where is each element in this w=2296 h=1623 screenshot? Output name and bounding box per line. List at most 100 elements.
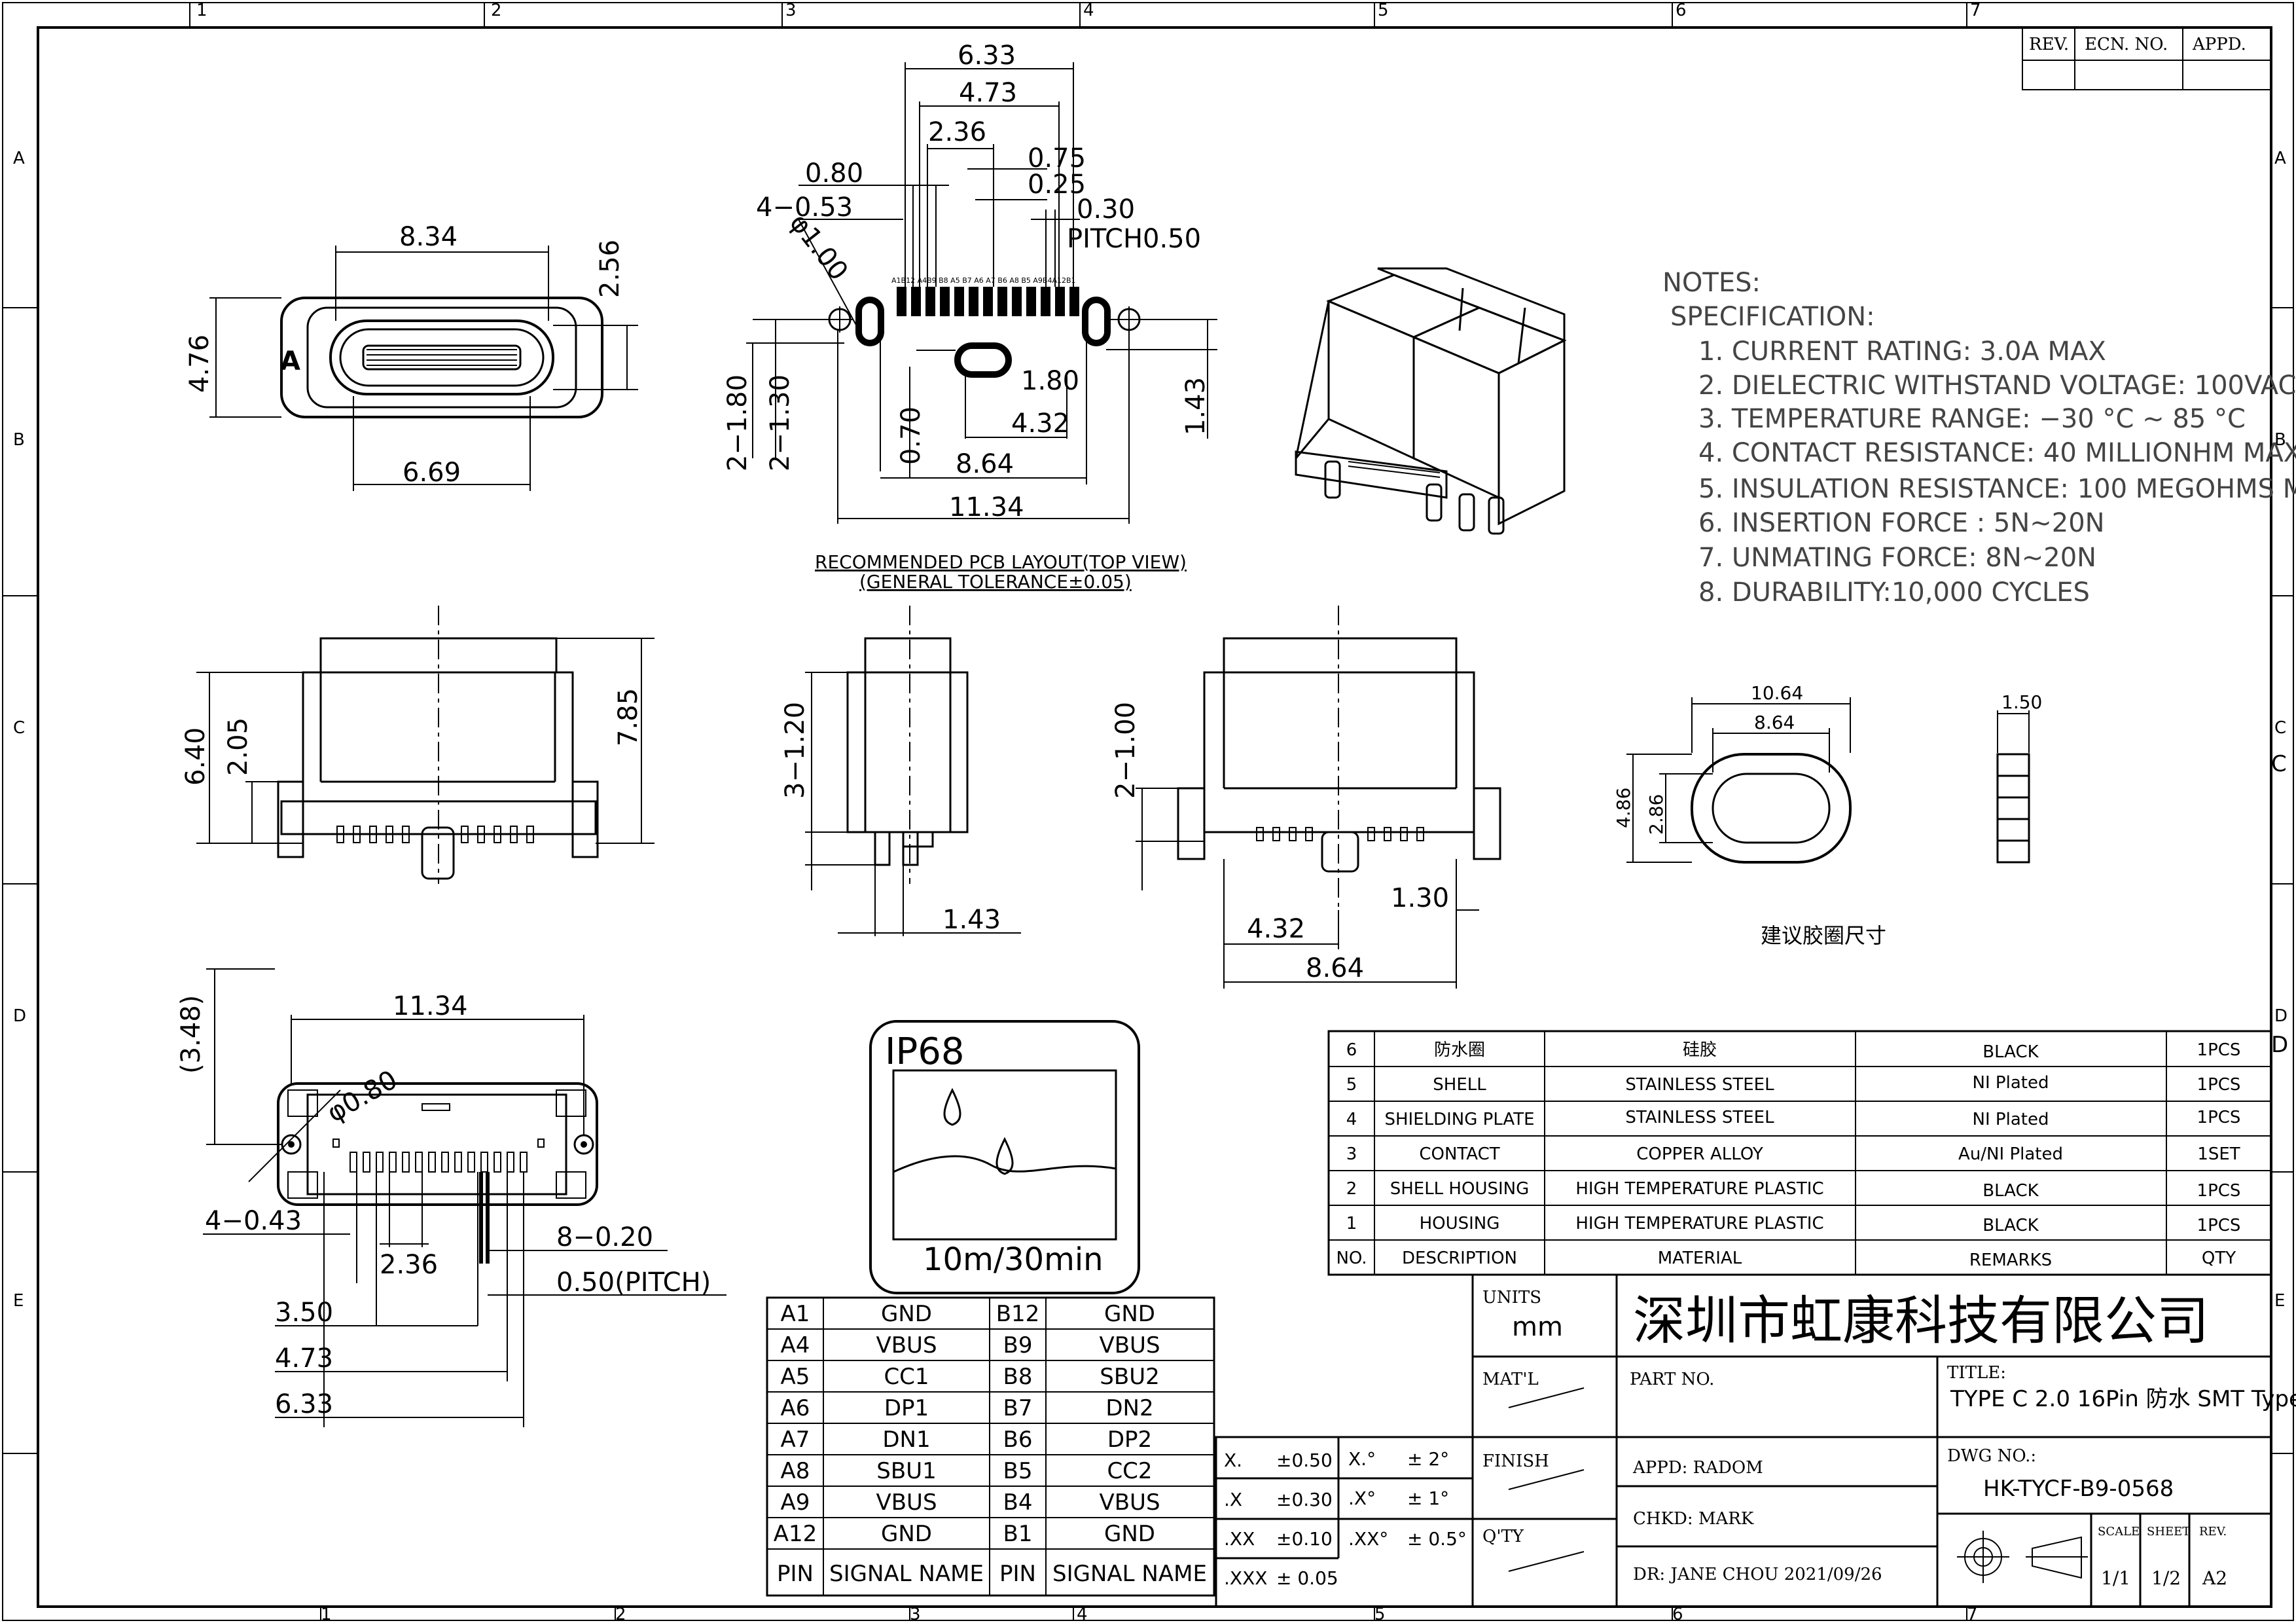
pin-cell: GND bbox=[1104, 1301, 1155, 1327]
dim-label: 2.36 bbox=[928, 117, 986, 147]
rev-label: REV. bbox=[2199, 1525, 2227, 1539]
pin-cell: SBU1 bbox=[876, 1458, 936, 1484]
row-label: A bbox=[2274, 149, 2286, 168]
dim-label: PITCH0.50 bbox=[1067, 224, 1201, 254]
pcb-layout-view: A1B12 A4B9 B8 A5 B7 A6 A7 B6 A8 B5 A9B4A… bbox=[723, 41, 1217, 593]
title-block: UNITS mm MAT'L FINISH Q'TY 深圳市虹康科技有限公司 P… bbox=[1215, 1275, 2296, 1608]
dim-label: 4.73 bbox=[275, 1343, 333, 1374]
col-label: 3 bbox=[785, 1, 797, 20]
tol-cell: X.° bbox=[1348, 1448, 1376, 1470]
title-label: TITLE: bbox=[1947, 1363, 2006, 1383]
side-mark-label: A bbox=[280, 346, 300, 376]
row-label: E bbox=[13, 1291, 24, 1311]
pin-cell: A8 bbox=[781, 1458, 810, 1484]
row-label-extra: C bbox=[2271, 751, 2287, 777]
connector-isometric-view bbox=[1295, 267, 1567, 535]
col-label: 4 bbox=[1077, 1605, 1088, 1623]
pin-cell: DN1 bbox=[882, 1427, 930, 1453]
dim-label: 8.64 bbox=[956, 449, 1014, 479]
note-item: 5. INSULATION RESISTANCE: 100 MEGOHMS MI… bbox=[1698, 474, 2296, 504]
bom-cell: 1PCS bbox=[2197, 1108, 2241, 1127]
pin-cell: A1 bbox=[781, 1301, 810, 1327]
sheet-value: 1/2 bbox=[2151, 1567, 2181, 1589]
note-item: 2. DIELECTRIC WITHSTAND VOLTAGE: 100VAC bbox=[1698, 371, 2296, 401]
pcb-caption: RECOMMENDED PCB LAYOUT(TOP VIEW) bbox=[815, 551, 1187, 573]
bom-cell: 2 bbox=[1346, 1179, 1357, 1199]
side-view-right: 2−1.00 1.30 4.32 8.64 bbox=[1111, 606, 1501, 989]
bom-cell: COPPER ALLOY bbox=[1636, 1144, 1763, 1164]
scale-label: SCALE bbox=[2098, 1525, 2140, 1539]
title-value: TYPE C 2.0 16Pin 防水 SMT Type bbox=[1950, 1386, 2296, 1412]
tol-cell: ±0.30 bbox=[1276, 1489, 1333, 1510]
dim-label: 1.30 bbox=[1391, 883, 1449, 913]
bom-cell: NI Plated bbox=[1973, 1110, 2049, 1129]
note-item: 6. INSERTION FORCE : 5N~20N bbox=[1698, 508, 2105, 538]
dim-label: 0.80 bbox=[805, 158, 863, 189]
scale-value: 1/1 bbox=[2101, 1567, 2130, 1589]
row-label: C bbox=[13, 718, 25, 738]
tol-cell: X. bbox=[1224, 1450, 1242, 1471]
pin-cell: A6 bbox=[781, 1395, 810, 1421]
dim-label: 8−0.20 bbox=[556, 1222, 653, 1252]
tol-cell: ±0.50 bbox=[1276, 1450, 1333, 1471]
dim-label: 4.76 bbox=[185, 335, 215, 393]
part-no-label: PART NO. bbox=[1630, 1370, 1714, 1389]
bom-cell: SHIELDING PLATE bbox=[1384, 1110, 1534, 1129]
dim-label: 1.43 bbox=[942, 905, 1001, 935]
chkd-row: CHKD: MARK bbox=[1633, 1509, 1754, 1529]
bom-header: REMARKS bbox=[1969, 1250, 2052, 1270]
dim-label: 4.73 bbox=[959, 78, 1017, 108]
bom-cell: HOUSING bbox=[1420, 1214, 1500, 1233]
tol-cell: ± 0.5° bbox=[1407, 1528, 1467, 1550]
bom-cell: 4 bbox=[1346, 1110, 1357, 1129]
dim-label: φ0.80 bbox=[322, 1065, 403, 1129]
dim-label: 8.64 bbox=[1306, 953, 1364, 983]
pin-cell: VBUS bbox=[876, 1489, 937, 1516]
pin-cell: SBU2 bbox=[1100, 1364, 1159, 1390]
dim-label: 2−1.30 bbox=[765, 374, 795, 471]
dim-label: 2.36 bbox=[380, 1250, 438, 1280]
row-label: C bbox=[2274, 718, 2286, 738]
qty-label: Q'TY bbox=[1482, 1527, 1524, 1546]
ip68-badge: IP68 10m/30min bbox=[869, 1020, 1140, 1294]
pin-cell: DP2 bbox=[1107, 1427, 1152, 1453]
pin-cell: B1 bbox=[1003, 1521, 1033, 1547]
bom-cell: Au/NI Plated bbox=[1958, 1144, 2063, 1164]
dim-label: (3.48) bbox=[176, 995, 206, 1074]
dwg-no-value: HK-TYCF-B9-0568 bbox=[1983, 1476, 2174, 1502]
dim-label: 1.43 bbox=[1181, 377, 1211, 435]
rev-header: REV. bbox=[2029, 35, 2069, 54]
note-item: 7. UNMATING FORCE: 8N~20N bbox=[1698, 543, 2096, 573]
row-label: D bbox=[2274, 1006, 2287, 1026]
note-item: 3. TEMPERATURE RANGE: −30 °C ~ 85 °C bbox=[1698, 404, 2246, 434]
dim-label: 11.34 bbox=[393, 991, 468, 1021]
pin-cell: B6 bbox=[1003, 1427, 1033, 1453]
col-label: 2 bbox=[491, 1, 502, 20]
dim-label: 2.05 bbox=[223, 718, 253, 776]
pad-pin-labels: A1B12 A4B9 B8 A5 B7 A6 A7 B6 A8 B5 A9B4A… bbox=[891, 276, 1076, 285]
smt-pads bbox=[897, 287, 1079, 316]
note-item: 4. CONTACT RESISTANCE: 40 MILLIONHM MAX bbox=[1698, 438, 2296, 468]
pin-cell: B8 bbox=[1003, 1364, 1033, 1390]
dim-label: 6.40 bbox=[181, 727, 211, 786]
appd-header: APPD. bbox=[2192, 35, 2246, 54]
dim-label: 4−0.53 bbox=[756, 192, 853, 223]
pin-cell: A4 bbox=[781, 1332, 810, 1359]
bom-cell: 1 bbox=[1346, 1214, 1357, 1233]
pin-cell: A7 bbox=[781, 1427, 810, 1453]
pin-cell: B5 bbox=[1003, 1458, 1033, 1484]
finish-label: FINISH bbox=[1482, 1451, 1549, 1471]
dim-label: 0.50(PITCH) bbox=[556, 1267, 711, 1298]
units-value: mm bbox=[1512, 1312, 1563, 1342]
ip68-title: IP68 bbox=[885, 1030, 965, 1073]
notes-block: NOTES: SPECIFICATION: 1. CURRENT RATING:… bbox=[1662, 268, 2296, 608]
note-item: 8. DURABILITY:10,000 CYCLES bbox=[1698, 577, 2090, 608]
side-view-middle: 3−1.20 1.43 bbox=[780, 606, 1021, 936]
dwg-no-label: DWG NO.: bbox=[1947, 1446, 2036, 1466]
dim-label: 8.64 bbox=[1754, 712, 1795, 733]
bottom-view: 11.34 (3.48) φ0.80 4−0.43 2.36 8−0.20 0.… bbox=[176, 968, 726, 1427]
dim-label: 4−0.43 bbox=[205, 1206, 302, 1236]
dim-label: 3.50 bbox=[275, 1298, 333, 1328]
row-label-extra: D bbox=[2271, 1032, 2288, 1058]
